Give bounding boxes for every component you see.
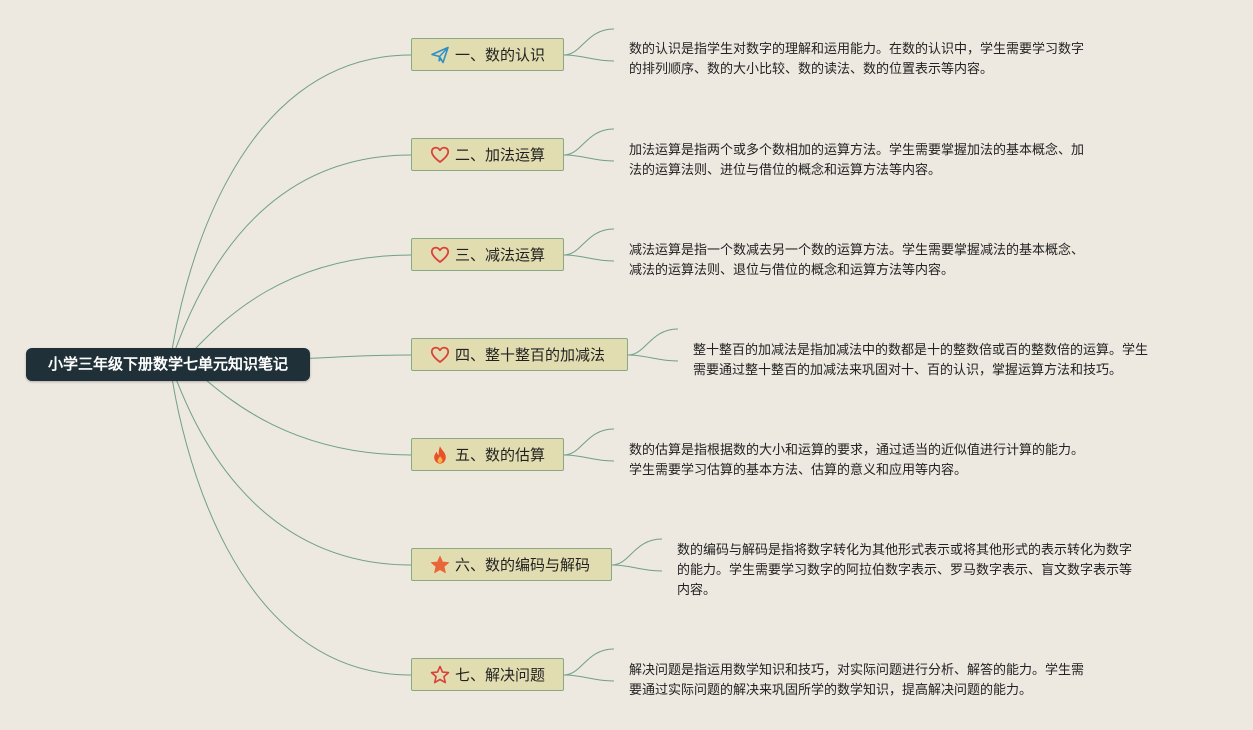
- description-line: 需要通过整十整百的加减法来巩固对十、百的认识，掌握运算方法和技巧。: [693, 363, 1123, 378]
- description-line: 内容。: [677, 583, 717, 598]
- description-line: 数的估算是指根据数的大小和运算的要求，通过适当的近似值进行计算的能力。: [629, 443, 1085, 458]
- description-line: 要通过实际问题的解决来巩固所学的数学知识，提高解决问题的能力。: [629, 683, 1033, 698]
- branch-connector: [169, 363, 412, 676]
- leaf-connector-top: [611, 538, 663, 566]
- topic-subtraction[interactable]: 三、减法运算: [411, 238, 564, 271]
- description-line: 的能力。学生需要学习数字的阿拉伯数字表示、罗马数字表示、盲文数字表示等: [677, 563, 1133, 578]
- description-estimation: 数的估算是指根据数的大小和运算的要求，通过适当的近似值进行计算的能力。 学生需要…: [629, 441, 1084, 481]
- leaf-connector-bottom: [563, 154, 615, 162]
- leaf-connector-bottom: [563, 454, 615, 462]
- description-number-recognition: 数的认识是指学生对数字的理解和运用能力。在数的认识中，学生需要学习数字 的排列顺…: [629, 40, 1084, 80]
- branch-connector: [169, 363, 412, 566]
- topic-label: 六、数的编码与解码: [455, 556, 591, 574]
- branch-connector: [169, 54, 412, 365]
- paper-plane-icon: [430, 45, 450, 65]
- topic-label: 一、数的认识: [455, 46, 546, 64]
- topic-label: 二、加法运算: [455, 146, 546, 164]
- topic-label: 三、减法运算: [455, 246, 546, 264]
- topic-problem-solving[interactable]: 七、解决问题: [411, 658, 564, 691]
- description-line: 整十整百的加减法是指加减法中的数都是十的整数倍或百的整数倍的运算。学生: [693, 343, 1149, 358]
- description-line: 数的认识是指学生对数字的理解和运用能力。在数的认识中，学生需要学习数字: [629, 42, 1085, 57]
- topic-label: 七、解决问题: [455, 666, 546, 684]
- description-line: 数的编码与解码是指将数字转化为其他形式表示或将其他形式的表示转化为数字: [677, 543, 1133, 558]
- topic-label: 四、整十整百的加减法: [455, 346, 606, 364]
- topic-tens-hundreds[interactable]: 四、整十整百的加减法: [411, 338, 628, 371]
- leaf-connector-bottom: [563, 54, 615, 62]
- description-line: 减法的运算法则、退位与借位的概念和运算方法等内容。: [629, 263, 955, 278]
- description-line: 的排列顺序、数的大小比较、数的读法、数的位置表示等内容。: [629, 62, 994, 77]
- topic-label: 五、数的估算: [455, 446, 546, 464]
- description-addition: 加法运算是指两个或多个数相加的运算方法。学生需要掌握加法的基本概念、加 法的运算…: [629, 141, 1084, 181]
- star-filled-icon: [430, 555, 450, 575]
- description-tens-hundreds: 整十整百的加减法是指加减法中的数都是十的整数倍或百的整数倍的运算。学生 需要通过…: [693, 341, 1148, 381]
- description-problem-solving: 解决问题是指运用数学知识和技巧，对实际问题进行分析、解答的能力。学生需 要通过实…: [629, 661, 1084, 701]
- description-line: 减法运算是指一个数减去另一个数的运算方法。学生需要掌握减法的基本概念、: [629, 243, 1085, 258]
- branch-connector: [169, 154, 412, 365]
- leaf-connector-bottom: [611, 564, 663, 572]
- leaf-connector-top: [563, 128, 615, 156]
- heart-outline-icon: [430, 145, 450, 165]
- root-topic[interactable]: 小学三年级下册数学七单元知识笔记: [26, 348, 310, 381]
- star-outline-icon: [430, 665, 450, 685]
- description-line: 解决问题是指运用数学知识和技巧，对实际问题进行分析、解答的能力。学生需: [629, 663, 1085, 678]
- description-line: 加法运算是指两个或多个数相加的运算方法。学生需要掌握加法的基本概念、加: [629, 143, 1085, 158]
- leaf-connector-top: [563, 228, 615, 256]
- leaf-connector-top: [563, 28, 615, 56]
- heart-outline-icon: [430, 345, 450, 365]
- description-subtraction: 减法运算是指一个数减去另一个数的运算方法。学生需要掌握减法的基本概念、 减法的运…: [629, 241, 1084, 281]
- description-encoding-decoding: 数的编码与解码是指将数字转化为其他形式表示或将其他形式的表示转化为数字 的能力。…: [677, 541, 1132, 601]
- topic-estimation[interactable]: 五、数的估算: [411, 438, 564, 471]
- leaf-connector-top: [563, 428, 615, 456]
- root-topic-label: 小学三年级下册数学七单元知识笔记: [47, 355, 288, 373]
- leaf-connector-bottom: [563, 674, 615, 682]
- leaf-connector-bottom: [627, 354, 679, 362]
- leaf-connector-top: [627, 328, 679, 356]
- description-line: 法的运算法则、进位与借位的概念和运算方法等内容。: [629, 163, 942, 178]
- heart-outline-icon: [430, 245, 450, 265]
- fire-icon: [430, 445, 450, 465]
- leaf-connector-bottom: [563, 254, 615, 262]
- topic-addition[interactable]: 二、加法运算: [411, 138, 564, 171]
- topic-encoding-decoding[interactable]: 六、数的编码与解码: [411, 548, 612, 581]
- leaf-connector-top: [563, 648, 615, 676]
- topic-number-recognition[interactable]: 一、数的认识: [411, 38, 564, 71]
- description-line: 学生需要学习估算的基本方法、估算的意义和应用等内容。: [629, 463, 968, 478]
